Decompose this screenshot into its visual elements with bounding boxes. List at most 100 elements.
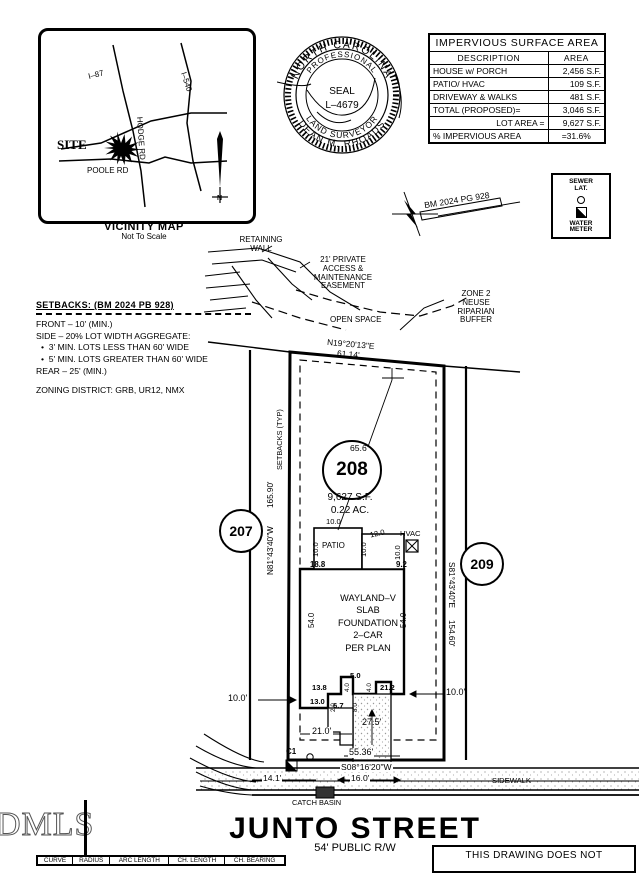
vicinity-map-box: I–87 I–540 HODGE RD POOLE RD SITE N bbox=[38, 28, 256, 224]
vicinity-map-subtitle: Not To Scale bbox=[121, 232, 167, 241]
house-rear-notch bbox=[361, 533, 405, 570]
table-row: TOTAL (PROPOSED)= 3,046 S.F. bbox=[428, 103, 606, 117]
lot-area-ac: 0.22 AC. bbox=[330, 504, 370, 516]
surveyor-seal: NORTH CAROLINA PROFESSIONAL LAND SURVEYO… bbox=[277, 30, 407, 160]
lot-number-209: 209 bbox=[460, 542, 504, 586]
dim-street-16-0: 16.0' bbox=[350, 773, 371, 784]
seal-text-seal: SEAL bbox=[329, 86, 355, 97]
label-rear-distance: 61.14' bbox=[336, 348, 361, 360]
lot-number-208: 208 bbox=[322, 440, 382, 500]
label-left-distance: 165.90' bbox=[266, 481, 275, 508]
dim-patio-top: 10.0 bbox=[326, 517, 341, 526]
label-setbacks-typ: SETBACKS (TYP) bbox=[275, 409, 284, 470]
site-label: SITE bbox=[57, 137, 87, 152]
lot-boundary bbox=[207, 341, 521, 762]
cell-area: =31.6% bbox=[547, 129, 606, 144]
setback-front: FRONT – 10' (MIN.) bbox=[36, 319, 113, 330]
curve-col-chord-bearing: CH. BEARING bbox=[224, 855, 286, 866]
setback-side-bullet-2-text: 5' MIN. LOTS GREATER THAN 60' WIDE bbox=[48, 353, 208, 364]
house-line-2: SLAB bbox=[356, 605, 380, 616]
site-marker-icon bbox=[104, 131, 141, 165]
street-area bbox=[196, 767, 639, 796]
disclaimer-text: THIS DRAWING DOES NOT bbox=[465, 850, 603, 861]
open-space-boundary bbox=[251, 289, 471, 331]
label-open-space: OPEN SPACE bbox=[330, 315, 382, 324]
label-curve-marker: C1 bbox=[286, 747, 297, 756]
label-patio: PATIO bbox=[322, 541, 345, 550]
house-line-3: FOUNDATION bbox=[337, 617, 399, 628]
curb-curve bbox=[189, 733, 265, 796]
watermark: DMLS bbox=[0, 806, 95, 844]
water-meter-symbol bbox=[285, 759, 298, 772]
vicinity-map-title: VICINITY MAP bbox=[104, 221, 184, 233]
dim-front-4-0a: 4.0 bbox=[344, 683, 351, 692]
dim-offset-left: 18.8 bbox=[310, 560, 326, 569]
road-label-i87: I–87 bbox=[87, 68, 105, 81]
dim-front-4-0b: 4.0 bbox=[366, 683, 373, 692]
dim-front-2-0: 2.0 bbox=[330, 703, 337, 712]
dim-notch-right: 10.0 bbox=[393, 545, 402, 560]
svg-text:N: N bbox=[217, 195, 222, 202]
setback-side-bullet-1-text: 3' MIN. LOTS LESS THAN 60' WIDE bbox=[48, 342, 189, 353]
sewer-lateral-symbol bbox=[306, 753, 314, 761]
cell-description: LOT AREA = bbox=[428, 116, 549, 130]
lot-number-207: 207 bbox=[219, 509, 263, 553]
label-retaining-wall: RETAINING WALL bbox=[239, 235, 283, 253]
curve-table-header-row: CURVE RADIUS ARC LENGTH CH. LENGTH CH. B… bbox=[36, 855, 286, 866]
road-label-poole-rd: POOLE RD bbox=[87, 166, 129, 175]
label-left-bearing: N81°43'40"W bbox=[266, 526, 275, 575]
dim-street-14-1: 14.1' bbox=[262, 773, 283, 784]
vertical-rule bbox=[84, 800, 87, 866]
house-line-5: PER PLAN bbox=[345, 642, 391, 653]
catch-basin-symbol bbox=[315, 786, 335, 799]
setback-notes-block: SETBACKS: (BM 2024 PB 928) FRONT – 10' (… bbox=[36, 299, 276, 397]
curve-col-arc-length: ARC LENGTH bbox=[109, 855, 170, 866]
label-sidewalk: SIDEWALK bbox=[492, 776, 531, 785]
table-row: DRIVEWAY & WALKS 481 S.F. bbox=[428, 90, 606, 104]
legend-water-meter-line1: WATER bbox=[569, 219, 593, 227]
dim-front-8-0: 8.0 bbox=[352, 703, 359, 712]
dim-patio-right: 10.0 bbox=[359, 542, 368, 557]
street-right-of-way: 54' PUBLIC R/W bbox=[314, 842, 396, 854]
dim-patio-left: 10.0 bbox=[311, 542, 320, 557]
table-row: LOT AREA = 9,627 S.F. bbox=[428, 116, 606, 130]
legend-sewer-lat-line2: LAT. bbox=[574, 184, 588, 192]
dim-house-depth-left: 54.0 bbox=[307, 612, 316, 628]
north-arrow-icon: N bbox=[212, 131, 228, 203]
setback-divider bbox=[36, 313, 251, 316]
label-right-bearing: S81°43'40"E bbox=[447, 562, 456, 608]
label-hvac: HVAC bbox=[400, 529, 421, 538]
legend-water-meter-line2: METER bbox=[569, 226, 593, 234]
dim-front-13-8: 13.8 bbox=[312, 683, 327, 692]
impervious-surface-table: IMPERVIOUS SURFACE AREA DESCRIPTION AREA… bbox=[428, 33, 606, 144]
sewer-lateral-icon bbox=[577, 195, 585, 204]
dim-rear-offset: 65.6' bbox=[350, 443, 369, 453]
setback-rear: REAR – 25' (MIN.) bbox=[36, 365, 107, 376]
annotation-leaders bbox=[261, 245, 311, 269]
bm-note-symbol bbox=[392, 191, 521, 237]
cell-area: 9,627 S.F. bbox=[547, 116, 606, 130]
label-catch-basin: CATCH BASIN bbox=[292, 798, 342, 807]
patio-footprint bbox=[313, 527, 363, 570]
dim-front-5-0: 5.0 bbox=[350, 671, 361, 680]
dim-offset-right: 9.2 bbox=[396, 560, 407, 569]
dim-driveway-width: 21.0' bbox=[310, 726, 334, 737]
label-right-distance: 154.60' bbox=[447, 620, 456, 647]
table-row: % IMPERVIOUS AREA =31.6% bbox=[428, 129, 606, 144]
zoning-district: ZONING DISTRICT: GRB, UR12, NMX bbox=[36, 385, 185, 396]
riparian-leader bbox=[399, 299, 445, 331]
setback-heading: SETBACKS: (BM 2024 PB 928) bbox=[36, 300, 174, 310]
dim-front-13-0: 13.0 bbox=[310, 697, 325, 706]
curve-col-curve: CURVE bbox=[36, 855, 74, 866]
dim-driveway-depth: 27.5' bbox=[362, 717, 382, 727]
dim-setback-right: 10.0' bbox=[446, 687, 466, 697]
legend-sewer-lat-line1: SEWER bbox=[569, 178, 593, 185]
house-line-1: WAYLAND–V bbox=[340, 593, 396, 603]
label-access-easement: 21' PRIVATE ACCESS & MAINTENANCE EASEMEN… bbox=[313, 255, 373, 291]
curve-col-radius: RADIUS bbox=[72, 855, 111, 866]
house-line-4: 2–CAR bbox=[353, 630, 383, 641]
easement-lines bbox=[203, 247, 361, 319]
dim-house-depth-right: 54.0 bbox=[399, 612, 408, 628]
dim-front-6-7: 6.7 bbox=[333, 701, 344, 710]
curve-col-chord-length: CH. LENGTH bbox=[168, 855, 226, 866]
